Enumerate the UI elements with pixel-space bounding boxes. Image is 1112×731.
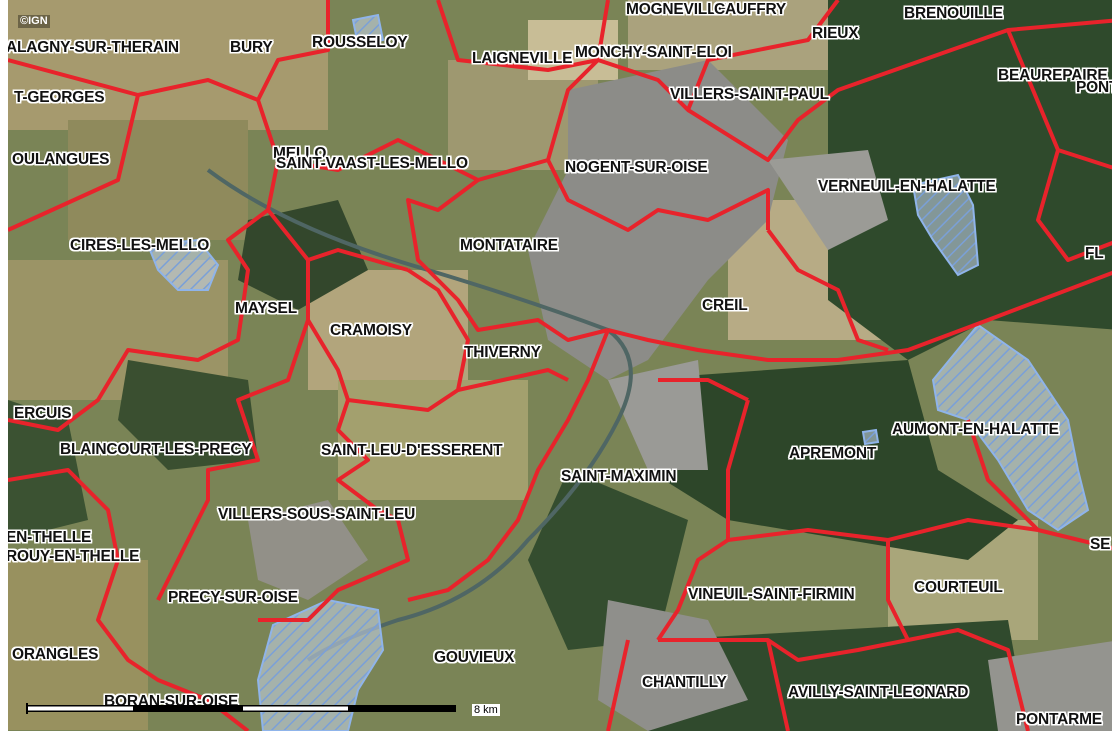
commune-label: CAUFFRY [714, 1, 787, 18]
commune-label: AUMONT-EN-HALATTE [892, 421, 1059, 438]
commune-label: VILLERS-SOUS-SAINT-LEU [218, 506, 416, 523]
commune-label: NOGENT-SUR-OISE [565, 159, 708, 176]
commune-boundaries [8, 0, 1112, 731]
oise-river [206, 168, 633, 662]
commune-label: MOGNEVILLE [626, 1, 727, 18]
commune-label: FL [1085, 245, 1104, 262]
commune-label: BEAUREPAIRE [998, 67, 1108, 84]
commune-label: CREIL [702, 297, 748, 314]
commune-label: PONTARME [1016, 711, 1102, 728]
commune-label: VILLERS-SAINT-PAUL [670, 86, 829, 103]
commune-label: BLAINCOURT-LES-PRECY [60, 441, 252, 458]
commune-label: MONCHY-SAINT-ELOI [575, 44, 732, 61]
aerial-map [8, 0, 1112, 731]
commune-label: RIEUX [812, 25, 859, 42]
commune-label: SAINT-LEU-D'ESSERENT [321, 442, 503, 459]
commune-label: PRECY-SUR-OISE [168, 589, 298, 606]
commune-label: MAYSEL [235, 300, 297, 317]
commune-label: MELLO [273, 145, 327, 162]
commune-label: ORANGLES [12, 646, 99, 663]
commune-label: MONTATAIRE [460, 237, 558, 254]
commune-label: LAIGNEVILLE [472, 50, 573, 67]
protected-zones [146, 13, 1090, 731]
commune-label: ERCUIS [14, 405, 72, 422]
commune-label: VINEUIL-SAINT-FIRMIN [688, 586, 855, 603]
commune-label: PONT [1076, 79, 1112, 96]
commune-label: VERNEUIL-EN-HALATTE [818, 178, 996, 195]
commune-label: SE [1090, 536, 1111, 553]
commune-label: BRENOUILLE [904, 5, 1003, 22]
commune-label: OULANGUES [12, 151, 110, 168]
commune-label: ROUSSELOY [312, 34, 408, 51]
commune-label: ALAGNY-SUR-THERAIN [6, 39, 179, 56]
commune-label: CHANTILLY [642, 674, 727, 691]
commune-label: CRAMOISY [330, 322, 412, 339]
commune-label: APREMONT [789, 445, 877, 462]
commune-label: ROUY-EN-THELLE [6, 548, 140, 565]
commune-label: EN-THELLE [6, 529, 92, 546]
commune-label: SAINT-MAXIMIN [561, 468, 677, 485]
urban-areas [248, 60, 1112, 731]
commune-label: THIVERNY [464, 344, 541, 361]
commune-label: BURY [230, 39, 273, 56]
forest-areas [8, 0, 1112, 731]
commune-label: COURTEUIL [914, 579, 1003, 596]
scale-bar [26, 703, 456, 714]
scale-label: 8 km [472, 704, 500, 716]
commune-label: GOUVIEUX [434, 649, 515, 666]
commune-label: AVILLY-SAINT-LEONARD [788, 684, 969, 701]
commune-label: CIRES-LES-MELLO [70, 237, 210, 254]
commune-label: T-GEORGES [14, 89, 105, 106]
commune-label: SAINT-VAAST-LES-MELLO [276, 155, 468, 172]
map-attribution: ©IGN [18, 15, 50, 28]
